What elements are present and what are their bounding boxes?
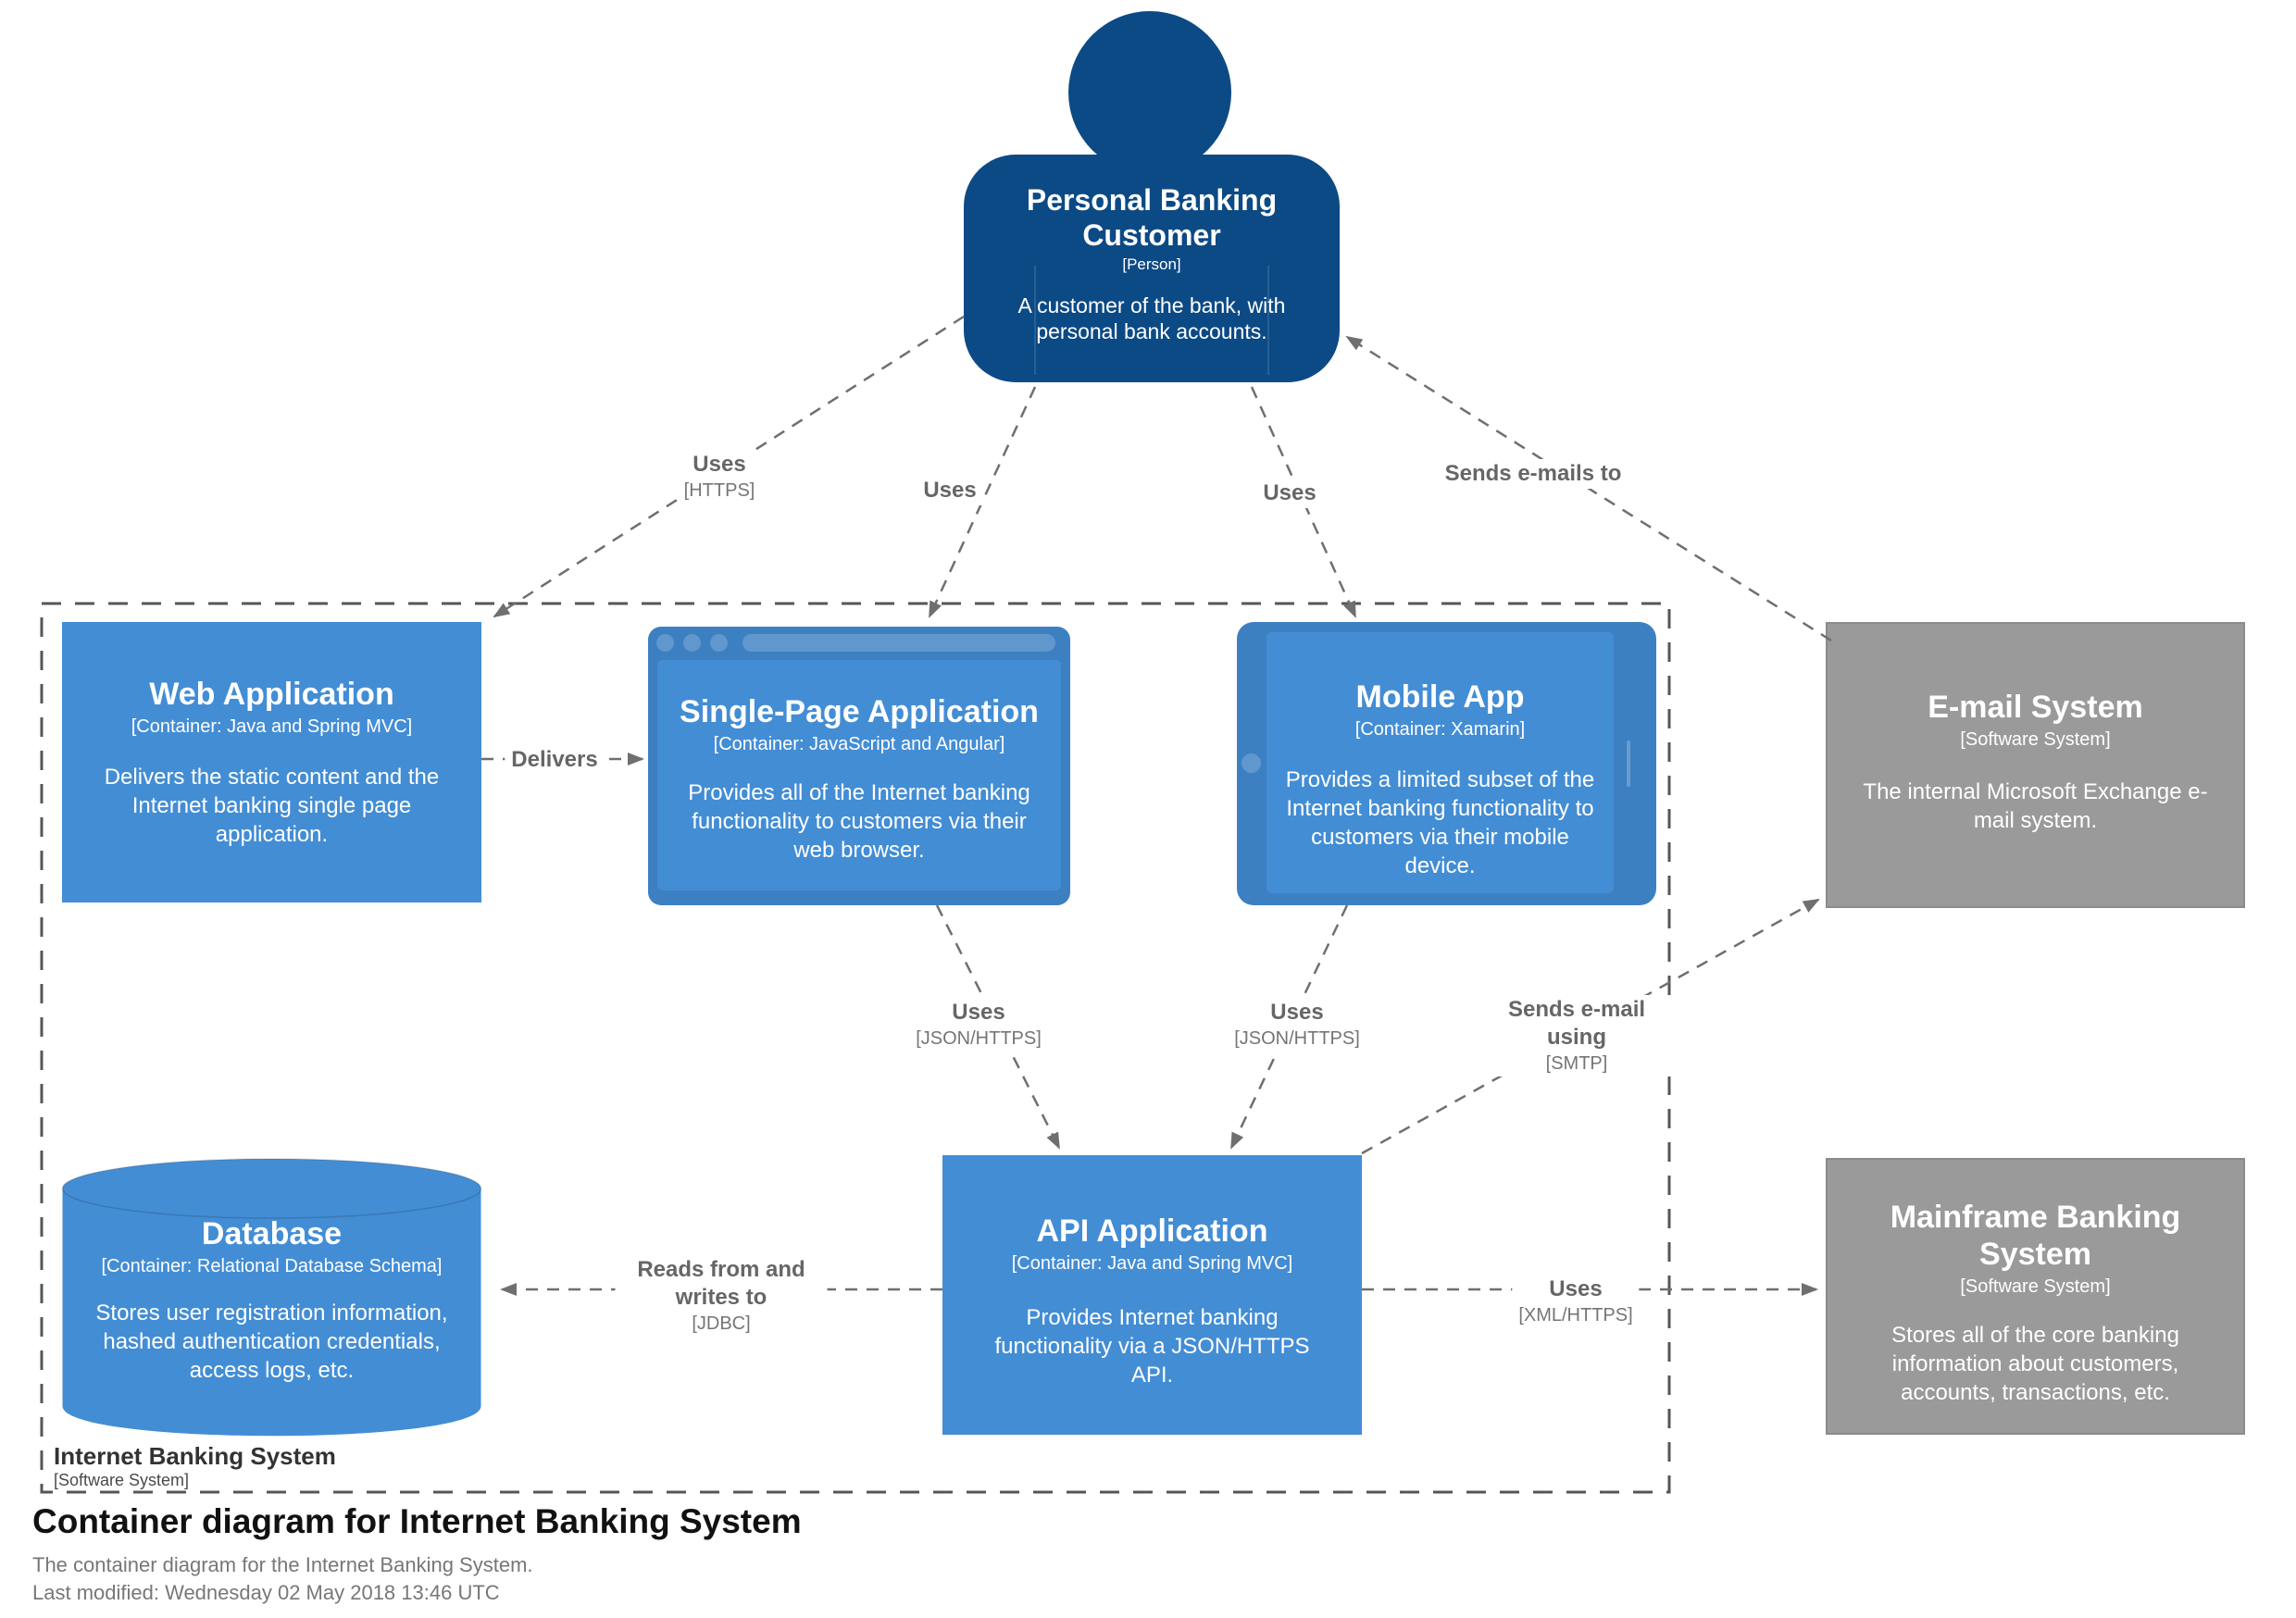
edge-label-sends-email-using-smtp: Sends e-mail using [SMTP]	[1479, 995, 1674, 1077]
node-title: Mobile App	[1355, 679, 1525, 715]
browser-address-bar	[742, 634, 1055, 652]
tablet-side-slit-icon	[1627, 741, 1630, 787]
edge-label-uses-spa: Uses	[917, 476, 983, 505]
node-title: Mainframe Banking System	[1890, 1200, 2181, 1272]
node-description: Stores all of the core banking informati…	[1891, 1323, 2179, 1405]
node-title: Database	[201, 1216, 343, 1251]
browser-dot-icon	[683, 634, 701, 652]
node-meta: [Software System]	[1960, 1276, 2111, 1297]
boundary-caption: Internet Banking System [Software System…	[54, 1442, 336, 1490]
node-meta: [Container: Java and Spring MVC]	[1011, 1253, 1293, 1274]
node-title: Personal Banking Customer	[1026, 183, 1278, 252]
external-system-node-mainframe-banking-system[interactable]: Mainframe Banking System [Software Syste…	[1826, 1158, 2245, 1435]
node-title: API Application	[1036, 1214, 1268, 1249]
browser-dot-icon	[656, 634, 674, 652]
node-description: Provides Internet banking functionality …	[994, 1305, 1310, 1388]
node-description: The internal Microsoft Exchange e-mail s…	[1863, 779, 2208, 833]
edge-label-reads-writes-jdbc: Reads from and writes to [JDBC]	[615, 1255, 828, 1337]
node-meta: [Person]	[1122, 255, 1181, 273]
node-title: Web Application	[149, 677, 394, 712]
page-subtitle: The container diagram for the Internet B…	[32, 1553, 533, 1576]
edge-label-uses-json-https-mobile: Uses [JSON/HTTPS]	[1228, 998, 1366, 1052]
database-text: Database [Container: Relational Database…	[62, 1158, 481, 1441]
edge-email-person	[1345, 335, 1832, 642]
person-arm-line	[1034, 266, 1036, 375]
node-meta: [Container: Xamarin]	[1354, 719, 1526, 740]
page-title: Container diagram for Internet Banking S…	[32, 1502, 802, 1540]
edge-label-uses-json-https-spa: Uses [JSON/HTTPS]	[909, 998, 1048, 1052]
boundary-name: Internet Banking System	[54, 1442, 336, 1470]
node-title: Single-Page Application	[680, 694, 1039, 729]
edge-label-delivers: Delivers	[505, 745, 605, 775]
person-head-icon	[1068, 11, 1231, 174]
node-meta: [Container: Relational Database Schema]	[101, 1256, 443, 1276]
container-node-web-application[interactable]: Web Application [Container: Java and Spr…	[62, 622, 481, 902]
person-arm-line	[1267, 266, 1269, 375]
node-title: E-mail System	[1928, 690, 2143, 725]
node-description: Delivers the static content and the Inte…	[104, 765, 440, 847]
browser-dot-icon	[710, 634, 728, 652]
tablet-home-button-icon	[1242, 753, 1261, 773]
edge-label-sends-emails-to: Sends e-mails to	[1438, 459, 1628, 489]
node-meta: [Software System]	[1960, 729, 2111, 750]
edge-label-uses-https: Uses [HTTPS]	[677, 450, 762, 504]
edge-label-uses-mobile: Uses	[1256, 479, 1323, 508]
node-description: Stores user registration information, ha…	[95, 1301, 448, 1383]
browser-content-panel: Single-Page Application [Container: Java…	[657, 660, 1061, 890]
node-description: Provides all of the Internet banking fun…	[688, 780, 1030, 863]
person-body: Personal Banking Customer [Person] A cus…	[964, 155, 1340, 382]
node-meta: [Container: JavaScript and Angular]	[713, 734, 1005, 754]
node-meta: [Container: Java and Spring MVC]	[131, 716, 413, 737]
node-description: A customer of the bank, with personal ba…	[1017, 293, 1286, 343]
last-modified-text: Last modified: Wednesday 02 May 2018 13:…	[32, 1581, 500, 1604]
tablet-screen-panel: Mobile App [Container: Xamarin] Provides…	[1267, 632, 1614, 893]
container-node-api-application[interactable]: API Application [Container: Java and Spr…	[942, 1155, 1362, 1435]
node-description: Provides a limited subset of the Interne…	[1285, 767, 1595, 878]
edge-label-uses-xml-https: Uses [XML/HTTPS]	[1512, 1275, 1640, 1328]
external-system-node-email-system[interactable]: E-mail System [Software System] The inte…	[1826, 622, 2245, 908]
boundary-meta: [Software System]	[54, 1471, 190, 1489]
